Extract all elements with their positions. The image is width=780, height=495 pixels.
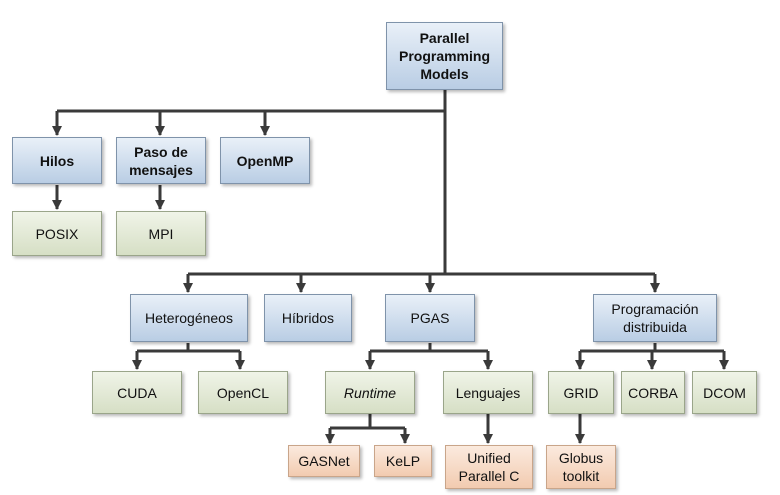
node-grid: GRID xyxy=(548,371,614,414)
node-openmp: OpenMP xyxy=(220,137,310,184)
node-pgas-label: PGAS xyxy=(410,310,450,326)
node-corba-label: CORBA xyxy=(628,384,678,401)
node-unified-parallel-c: Unified Parallel C xyxy=(445,445,533,489)
node-cuda-label: CUDA xyxy=(117,384,157,401)
node-lenguajes-label: Lenguajes xyxy=(455,384,521,401)
node-cuda: CUDA xyxy=(92,371,182,414)
node-heterogeneos-label: Heterogéneos xyxy=(145,310,233,326)
root-node-parallel-programming-models: Parallel Programming Models xyxy=(386,22,503,90)
node-programacion-distribuida: Programación distribuida xyxy=(593,294,717,342)
node-hibridos: Híbridos xyxy=(264,294,352,342)
node-gasnet-label: GASNet xyxy=(298,453,350,469)
node-posix-label: POSIX xyxy=(35,225,79,242)
node-mpi: MPI xyxy=(116,211,206,256)
node-globus-toolkit: Globus toolkit xyxy=(546,445,616,489)
node-dcom-label: DCOM xyxy=(703,384,746,401)
node-grid-label: GRID xyxy=(563,384,599,401)
node-hibridos-label: Híbridos xyxy=(281,310,335,326)
node-pgas: PGAS xyxy=(385,294,475,342)
node-gasnet: GASNet xyxy=(288,445,360,477)
node-lenguajes: Lenguajes xyxy=(443,371,533,414)
node-mpi-label: MPI xyxy=(148,225,174,242)
node-opencl: OpenCL xyxy=(198,371,288,414)
node-runtime-label: Runtime xyxy=(343,384,397,401)
node-hilos: Hilos xyxy=(12,137,102,184)
node-corba: CORBA xyxy=(621,371,685,414)
node-openmp-label: OpenMP xyxy=(236,152,294,169)
node-kelp-label: KeLP xyxy=(385,453,421,469)
node-unified-parallel-c-label: Unified Parallel C xyxy=(458,450,520,484)
node-dcom: DCOM xyxy=(692,371,757,414)
root-node-label: Parallel Programming Models xyxy=(398,30,490,82)
node-posix: POSIX xyxy=(12,211,102,256)
node-programacion-distribuida-label: Programación distribuida xyxy=(611,301,699,335)
node-hilos-label: Hilos xyxy=(39,152,75,169)
node-heterogeneos: Heterogéneos xyxy=(130,294,248,342)
node-opencl-label: OpenCL xyxy=(216,384,270,401)
node-globus-toolkit-label: Globus toolkit xyxy=(558,450,604,484)
node-kelp: KeLP xyxy=(374,445,432,477)
node-paso-de-mensajes-label: Paso de mensajes xyxy=(129,143,193,178)
node-runtime: Runtime xyxy=(325,371,415,414)
node-paso-de-mensajes: Paso de mensajes xyxy=(116,137,206,184)
